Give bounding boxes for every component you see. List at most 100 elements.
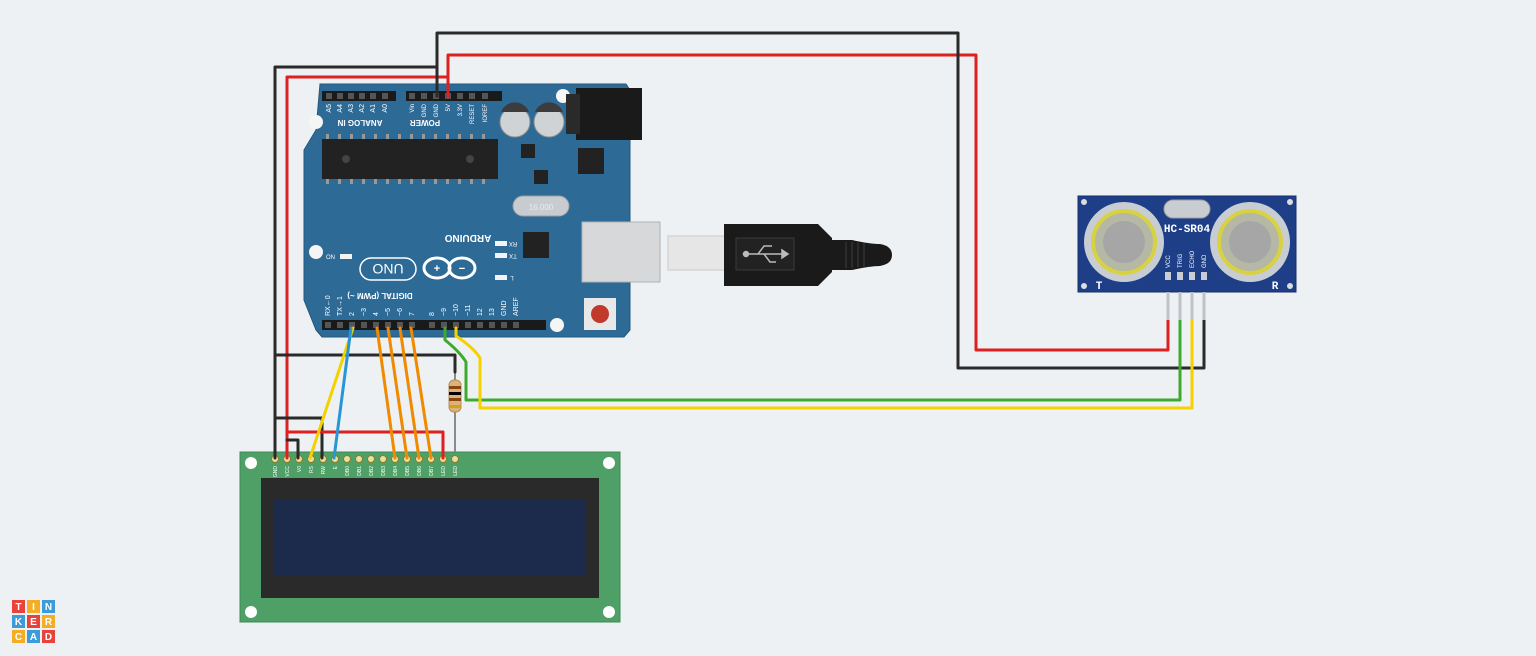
arduino-board[interactable]: 16.000 ANALOG IN POWER ARDUINO + −	[303, 83, 661, 338]
wire-5v-led	[285, 430, 445, 460]
on-led	[340, 254, 352, 259]
svg-text:−: −	[459, 263, 465, 275]
header-pin[interactable]	[337, 322, 343, 328]
header-pin[interactable]	[421, 93, 427, 99]
sensor-name: HC-SR04	[1164, 224, 1211, 236]
logo-tile	[12, 615, 25, 628]
header-pin[interactable]	[385, 322, 391, 328]
header-pin[interactable]	[409, 322, 415, 328]
digital-pin-label: 7	[409, 312, 416, 316]
atmega-chip	[322, 134, 498, 184]
header-pin[interactable]	[453, 322, 459, 328]
lcd-pin[interactable]	[367, 455, 375, 463]
digital-pin-label: 2	[349, 312, 356, 316]
lcd-pin[interactable]	[451, 455, 459, 463]
logo-tile	[42, 600, 55, 613]
sensor-pin[interactable]	[1201, 272, 1207, 280]
pin-label: RESET	[470, 104, 476, 124]
lcd-pin[interactable]	[355, 455, 363, 463]
header-pin[interactable]	[325, 322, 331, 328]
pin-label: 3.3V	[458, 104, 464, 116]
header-pin[interactable]	[469, 93, 475, 99]
header-pin[interactable]	[501, 322, 507, 328]
wire-gnd-sensor	[435, 31, 1206, 370]
digital-pin-label: ~11	[465, 305, 472, 316]
lcd-pin-label: VCC	[285, 466, 291, 477]
lcd-pin-label: V0	[297, 466, 303, 472]
header-pin[interactable]	[429, 322, 435, 328]
digital-pin-label: 4	[373, 312, 380, 316]
capacitor	[499, 102, 531, 138]
wire-5v-sensor	[446, 53, 1170, 352]
arduino-logo-icon: + −	[422, 256, 477, 280]
header-pin[interactable]	[482, 93, 488, 99]
header-pin[interactable]	[409, 93, 415, 99]
header-pin[interactable]	[348, 93, 354, 99]
wires[interactable]	[273, 31, 1206, 460]
sensor-pin[interactable]	[1177, 272, 1183, 280]
header-pin[interactable]	[441, 322, 447, 328]
resistor[interactable]	[448, 370, 462, 452]
rx-led	[495, 241, 507, 246]
usb-chip	[523, 232, 549, 258]
usb-port	[581, 221, 661, 283]
digital-pin-label: ~10	[453, 304, 460, 316]
header-pin[interactable]	[477, 322, 483, 328]
header-pin[interactable]	[373, 322, 379, 328]
lcd-pin-label: DB1	[357, 466, 363, 476]
header-pin[interactable]	[513, 322, 519, 328]
logo-tile	[42, 630, 55, 643]
mount-hole	[309, 245, 323, 259]
svg-text:RX: RX	[509, 240, 517, 246]
reset-button[interactable]	[584, 298, 616, 330]
tx-led	[495, 253, 507, 258]
mount-hole	[309, 115, 323, 129]
logo-letter: E	[30, 617, 37, 628]
header-pin[interactable]	[382, 93, 388, 99]
header-pin[interactable]	[457, 93, 463, 99]
pin-label: A3	[348, 104, 355, 113]
wire-e	[332, 326, 353, 460]
header-pin[interactable]	[361, 322, 367, 328]
lcd-pin[interactable]	[379, 455, 387, 463]
header-pin[interactable]	[349, 322, 355, 328]
header-pin[interactable]	[489, 322, 495, 328]
arduino-brand: ARDUINO	[444, 232, 491, 243]
wire-rs	[308, 326, 355, 460]
transmitter-transducer	[1084, 202, 1164, 282]
digital-pin-label: ~5	[385, 308, 392, 316]
pin-label: A5	[326, 104, 333, 113]
lcd-pin[interactable]	[343, 455, 351, 463]
header-pin[interactable]	[326, 93, 332, 99]
header-pin[interactable]	[359, 93, 365, 99]
logo-tile	[12, 630, 25, 643]
sensor-pin[interactable]	[1189, 272, 1195, 280]
pin-label: A2	[359, 104, 366, 113]
digital-pin-label: 8	[429, 312, 436, 316]
header-pin[interactable]	[337, 93, 343, 99]
smd-component	[521, 144, 535, 158]
pin-label: A4	[337, 104, 344, 113]
pin-label: A1	[370, 104, 377, 113]
lcd-pin-label: RW	[321, 466, 327, 475]
digital-pin-label: AREF	[513, 297, 520, 316]
header-pin[interactable]	[397, 322, 403, 328]
wire-db6	[398, 326, 421, 460]
svg-text:+: +	[434, 263, 440, 275]
analog-in-label: ANALOG IN	[337, 118, 382, 127]
usb-cable	[667, 224, 892, 286]
sensor-pin[interactable]	[1165, 272, 1171, 280]
header-pin[interactable]	[370, 93, 376, 99]
svg-text:R: R	[1272, 281, 1279, 293]
header-pin[interactable]	[465, 322, 471, 328]
wire-echo	[454, 316, 1194, 410]
wire-db5	[386, 326, 409, 460]
svg-text:ON: ON	[326, 255, 335, 261]
pin-label: GND	[434, 103, 440, 117]
svg-text:TX: TX	[509, 252, 517, 258]
digital-pin-label: RX←0	[325, 295, 332, 316]
